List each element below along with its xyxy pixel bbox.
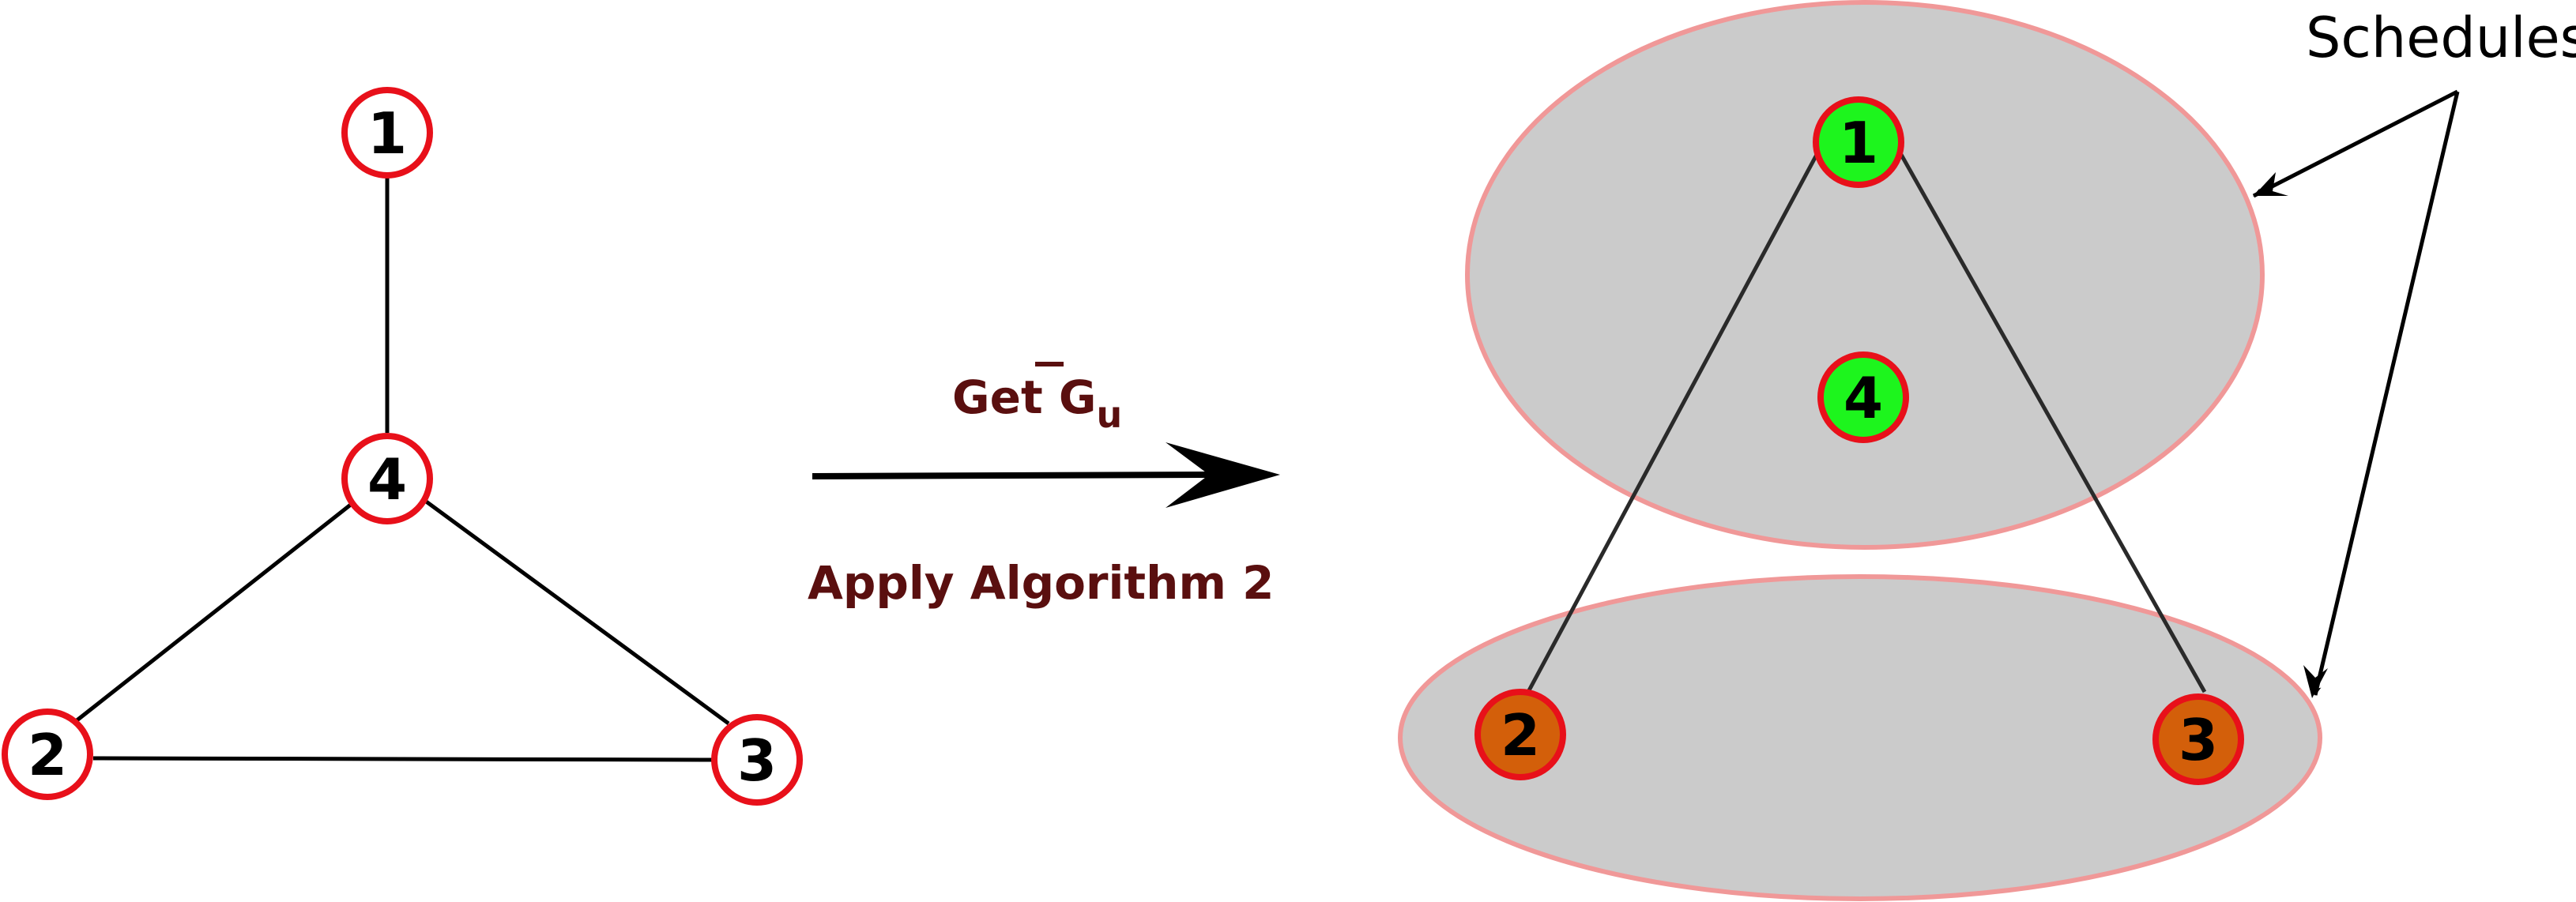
transform-arrow-group: Get Gu Apply Algorithm 2 [808,362,1280,610]
right-node-3-label: 3 [2179,707,2218,773]
edge-4-2 [74,499,357,723]
right-node-1: 1 [1813,96,1904,188]
transform-top-text: Get Gu [952,370,1122,436]
left-node-1: 1 [341,87,433,179]
right-node-4: 4 [1817,351,1909,443]
left-node-2: 2 [2,708,93,800]
right-node-2-label: 2 [1501,702,1540,769]
right-node-3: 3 [2152,693,2244,785]
left-node-4-label: 4 [367,446,407,513]
left-graph: 1 4 2 3 [2,87,803,806]
edge-2-3 [92,756,715,762]
left-node-4: 4 [341,433,433,524]
transform-arrow-head [1166,442,1280,508]
right-node-2: 2 [1474,689,1566,780]
edge-1-3 [1898,152,2207,693]
schedule-top [1465,0,2265,550]
left-node-3-label: 3 [737,727,777,794]
schedules-arrowhead-top [2254,172,2288,196]
left-node-2-label: 2 [28,722,67,788]
schedule-bottom [1398,574,2322,901]
schedules-pointer-top [2252,89,2459,198]
left-node-3: 3 [711,714,803,806]
schedules-arrowhead-bottom [2303,665,2328,698]
transform-bottom-text: Apply Algorithm 2 [808,556,1274,610]
right-node-1-label: 1 [1839,110,1878,176]
edge-4-3 [424,498,730,726]
schedules-label: Schedules [2306,6,2576,70]
left-node-1-label: 1 [367,100,407,167]
schedules-pointer-bottom [2313,91,2460,696]
edge-1-2 [1526,152,1820,693]
right-graph: 1 4 2 3 Schedules [1398,0,2576,901]
right-node-4-label: 4 [1843,365,1883,431]
transform-arrow-shaft [812,472,1218,479]
